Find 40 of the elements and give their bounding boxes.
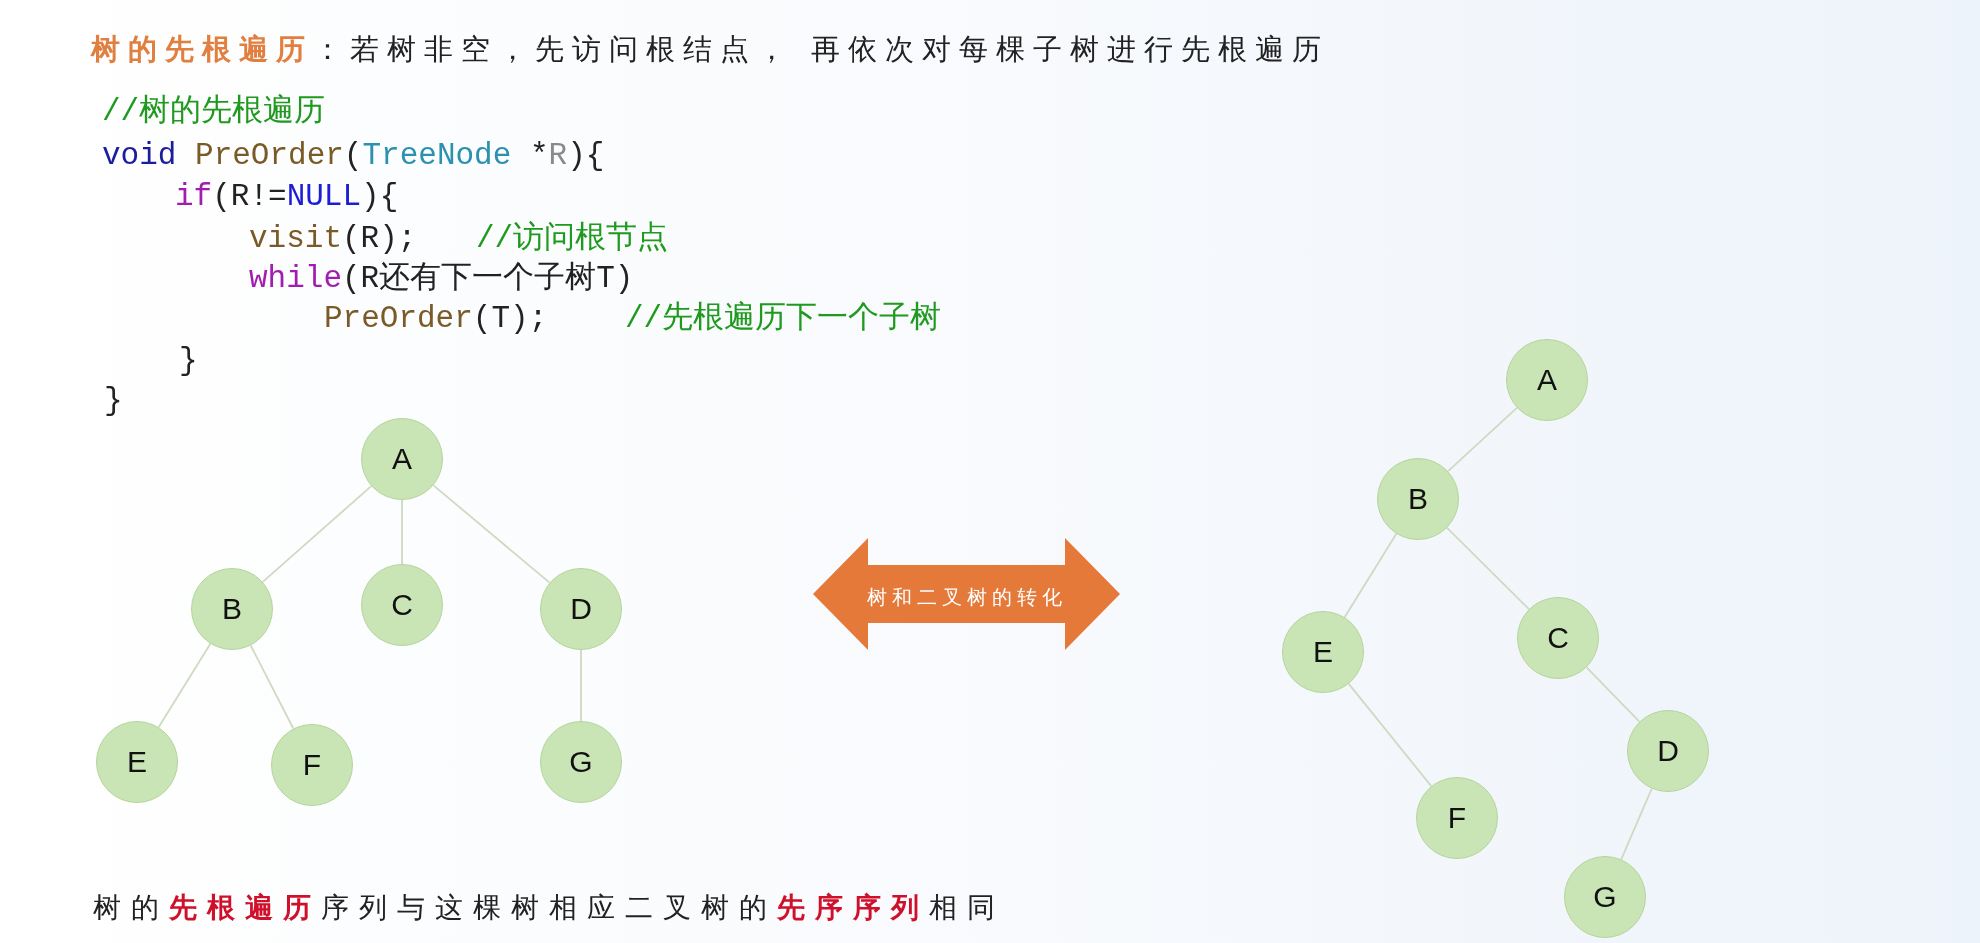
node-letter: D — [570, 594, 592, 624]
code-comment: //先根遍历下一个子树 — [625, 300, 942, 338]
tree-edge — [1347, 683, 1433, 787]
tree-edge — [1446, 527, 1530, 610]
tree-edge — [401, 499, 403, 565]
node-letter: F — [302, 750, 322, 780]
tree-edge — [432, 484, 551, 584]
double-arrow — [813, 538, 1120, 650]
tree-edge — [1620, 787, 1653, 861]
code-line: } — [179, 342, 198, 380]
tree-edge — [580, 649, 582, 722]
node-letter: A — [392, 444, 412, 474]
tree-edge — [1585, 666, 1641, 723]
node-letter: E — [1313, 637, 1333, 667]
caption-text: 树的先根遍历序列与这棵树相应二叉树的先序序列相同 — [93, 890, 1005, 926]
code-comment: //访问根节点 — [476, 220, 669, 258]
code-line: void PreOrder(TreeNode *R){ — [102, 137, 605, 175]
code-line: if(R!=NULL){ — [175, 178, 399, 216]
node-letter: G — [569, 747, 593, 777]
code-comment: //树的先根遍历 — [102, 93, 326, 131]
node-letter: A — [1537, 365, 1557, 395]
tree-edge — [249, 644, 295, 730]
node-letter: D — [1657, 736, 1679, 766]
code-line: visit(R); — [249, 220, 417, 258]
tree-edge — [261, 485, 373, 583]
node-letter: B — [222, 594, 242, 624]
node-letter: B — [1408, 484, 1428, 514]
title-text: 树的先根遍历：若树非空，先访问根结点， 再依次对每棵子树进行先根遍历 — [91, 31, 1330, 68]
tree-edge — [157, 642, 212, 729]
node-letter: C — [391, 590, 413, 620]
tree-edge — [1447, 406, 1518, 473]
node-letter: F — [1447, 803, 1467, 833]
tree-edge — [1343, 532, 1398, 619]
node-letter: E — [127, 747, 147, 777]
node-letter: C — [1547, 623, 1569, 653]
code-line: while(R还有下一个子树T) — [249, 260, 634, 298]
arrow-label: 树和二叉树的转化 — [866, 587, 1067, 607]
code-line: PreOrder(T); — [324, 300, 548, 338]
code-line: } — [104, 382, 123, 420]
node-letter: G — [1593, 882, 1617, 912]
